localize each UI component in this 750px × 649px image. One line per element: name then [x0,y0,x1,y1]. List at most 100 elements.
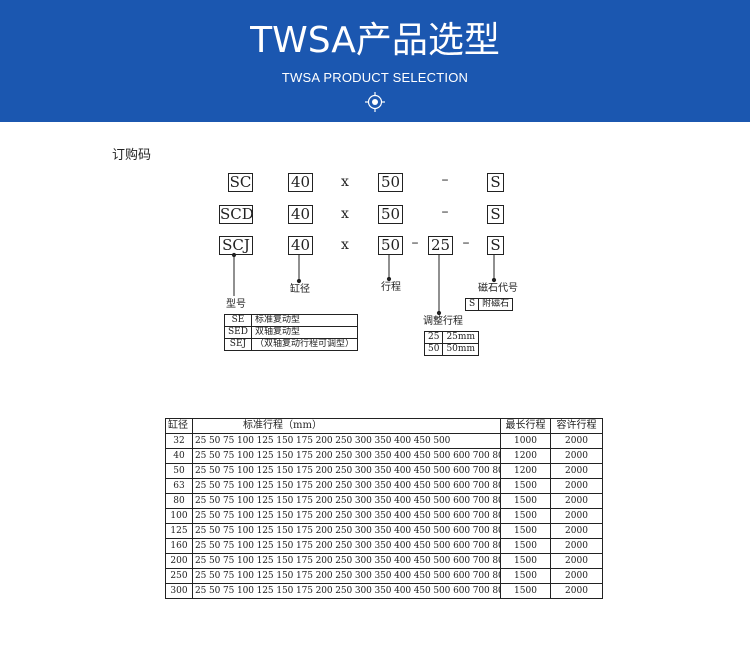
code-dash-symbol: – [441,172,449,188]
bore-cell: 160 [165,538,193,554]
max-stroke-cell: 1500 [500,568,551,584]
bore-cell: 32 [165,433,193,449]
header-max-stroke: 最长行程 [500,418,551,434]
code-dash-symbol: – [462,235,470,251]
code-bore-box: 40 [288,173,313,192]
code-x-symbol: x [341,237,349,253]
max-stroke-cell: 1200 [500,448,551,464]
code-switch-box: S [487,205,504,224]
code-dash-symbol: – [441,204,449,220]
header-allowed-stroke: 容许行程 [550,418,603,434]
table-row: 50 50mm [423,343,479,356]
adjust-code-cell: 25 [423,331,444,344]
bore-cell: 200 [165,553,193,569]
model-table: SE 标准复动型 SED 双轴复动型 SEJ （双轴复动行程可调型） [224,314,358,351]
allowed-stroke-cell: 2000 [550,568,603,584]
bore-cell: 40 [165,448,193,464]
order-code-label: 订购码 [112,148,152,163]
strokes-cell: 25 50 75 100 125 150 175 200 250 300 350… [192,538,501,554]
adjust-label: 调整行程 [423,316,463,327]
bore-cell: 125 [165,523,193,539]
bore-cell: 63 [165,478,193,494]
adjust-desc-cell: 25mm [442,331,479,344]
bore-cell: 300 [165,583,193,599]
adjust-desc-cell: 50mm [442,343,479,356]
header-standard-stroke: 标准行程（mm） [192,418,501,434]
crosshair-circle-icon [365,92,385,112]
strokes-cell: 25 50 75 100 125 150 175 200 250 300 350… [192,508,501,524]
max-stroke-cell: 1000 [500,433,551,449]
strokes-cell: 25 50 75 100 125 150 175 200 250 300 350… [192,478,501,494]
bore-cell: 250 [165,568,193,584]
bore-cell: 50 [165,463,193,479]
magnet-label: 磁石代号 [478,283,518,294]
header-banner: TWSA产品选型 TWSA PRODUCT SELECTION [0,0,750,122]
max-stroke-cell: 1500 [500,553,551,569]
strokes-cell: 25 50 75 100 125 150 175 200 250 300 350… [192,553,501,569]
bore-cell: 80 [165,493,193,509]
code-x-symbol: x [341,206,349,222]
code-bore-box: 40 [288,205,313,224]
stroke-label: 行程 [381,282,401,293]
max-stroke-cell: 1500 [500,478,551,494]
leader-dot [491,277,497,283]
model-code-cell: SEJ [224,338,252,351]
strokes-cell: 25 50 75 100 125 150 175 200 250 300 350… [192,583,501,599]
allowed-stroke-cell: 2000 [550,538,603,554]
leader-dot [436,310,442,316]
code-model-box: SCD [219,205,254,224]
model-desc-cell: （双轴复动行程可调型） [250,338,358,351]
adjust-code-cell: 50 [423,343,444,356]
magnet-table: S 附磁石 [464,298,514,311]
max-stroke-cell: 1500 [500,508,551,524]
allowed-stroke-cell: 2000 [550,523,603,539]
code-model-box: SC [228,173,253,192]
code-stroke-box: 50 [378,236,403,255]
page-title: TWSA产品选型 [250,20,500,61]
code-model-box: SCJ [219,236,253,255]
code-stroke-box: 50 [378,205,403,224]
code-adjust-box: 25 [428,236,453,255]
allowed-stroke-cell: 2000 [550,508,603,524]
bore-cell: 100 [165,508,193,524]
max-stroke-cell: 1500 [500,538,551,554]
allowed-stroke-cell: 2000 [550,433,603,449]
magnet-code-cell: S [464,298,480,311]
allowed-stroke-cell: 2000 [550,463,603,479]
code-switch-box: S [487,236,504,255]
max-stroke-cell: 1200 [500,463,551,479]
strokes-cell: 25 50 75 100 125 150 175 200 250 300 350… [192,448,501,464]
leader-dot [386,276,392,282]
model-desc-cell: 双轴复动型 [250,326,358,339]
code-switch-box: S [487,173,504,192]
table-row: 25 25mm [423,331,479,344]
table-row: SE 标准复动型 [224,314,358,327]
strokes-cell: 25 50 75 100 125 150 175 200 250 300 350… [192,433,501,449]
table-row: S 附磁石 [464,298,514,311]
strokes-cell: 25 50 75 100 125 150 175 200 250 300 350… [192,568,501,584]
code-bore-box: 40 [288,236,313,255]
code-dash-symbol: – [411,235,419,251]
allowed-stroke-cell: 2000 [550,448,603,464]
max-stroke-cell: 1500 [500,493,551,509]
adjust-table: 25 25mm 50 50mm [423,331,479,356]
allowed-stroke-cell: 2000 [550,493,603,509]
model-label: 型号 [226,299,246,310]
strokes-cell: 25 50 75 100 125 150 175 200 250 300 350… [192,493,501,509]
leader-dot [296,278,302,284]
page-subtitle: TWSA PRODUCT SELECTION [281,70,469,85]
strokes-cell: 25 50 75 100 125 150 175 200 250 300 350… [192,523,501,539]
allowed-stroke-cell: 2000 [550,583,603,599]
code-x-symbol: x [341,174,349,190]
table-row: SED 双轴复动型 [224,326,358,339]
